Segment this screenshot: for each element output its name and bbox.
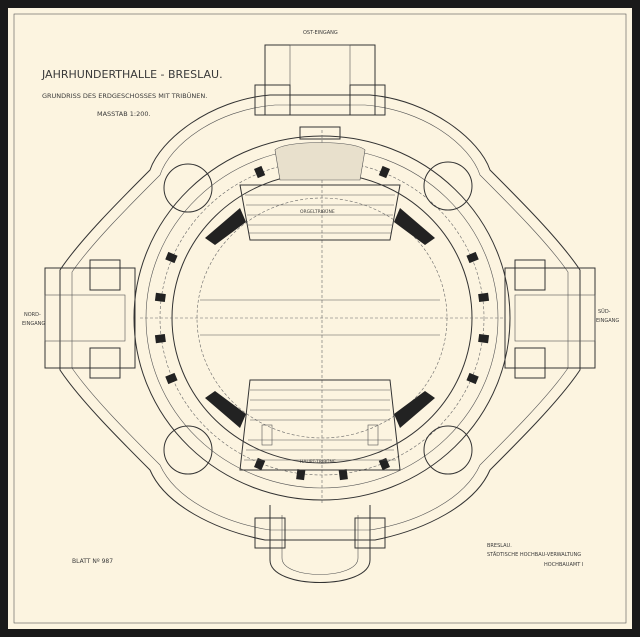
label-south-entrance-2: EINGANG — [596, 318, 619, 324]
label-south-entrance-1: SÜD- — [598, 308, 611, 315]
title-line-3: MASSTAB 1:200. — [97, 110, 151, 118]
label-north-entrance-1: NORD- — [24, 312, 41, 318]
pier — [254, 165, 266, 179]
outer-wall — [59, 94, 581, 541]
pier — [466, 372, 479, 385]
pier — [165, 251, 178, 264]
west-apse-wing — [254, 505, 386, 583]
pier — [338, 469, 348, 481]
pier — [478, 334, 490, 344]
main-tribune — [239, 379, 401, 471]
office-line-3: HOCHBAUAMT I — [544, 562, 583, 568]
pier — [466, 251, 479, 264]
pier — [378, 457, 390, 471]
office-line-2: STÄDTISCHE HOCHBAU-VERWALTUNG — [487, 551, 581, 558]
sheet-frame — [13, 13, 627, 624]
stair-tower-se — [423, 425, 473, 475]
stair-tower-ne — [423, 161, 473, 211]
organ-tribune — [239, 126, 401, 241]
piers — [154, 155, 490, 481]
pier-corner — [394, 391, 435, 428]
pier — [254, 457, 266, 471]
east-entrance-wing — [254, 44, 386, 116]
label-north-entrance-2: EINGANG — [22, 321, 45, 327]
title-line-2: GRUNDRISS DES ERDGESCHOSSES MIT TRIBÜNEN… — [42, 91, 207, 100]
title-line-1: JAHRHUNDERTHALLE - BRESLAU. — [41, 68, 223, 81]
north-entrance-wing — [44, 259, 136, 379]
pier-corner — [394, 208, 435, 245]
pier-corner — [205, 208, 246, 245]
sheet-number: BLATT Nº 987 — [72, 558, 113, 565]
label-organ-tribune: ORGELTRIBÜNE — [300, 208, 335, 215]
pier — [296, 469, 306, 481]
pier — [154, 334, 166, 344]
office-line-1: BRESLAU. — [487, 543, 512, 549]
south-entrance-wing — [504, 259, 596, 379]
stair-tower-sw — [163, 425, 213, 475]
label-east-entrance: OST-EINGANG — [303, 30, 338, 36]
pier — [165, 372, 178, 385]
stair-tower-nw — [163, 163, 213, 213]
label-main-tribune: HAUPT-TRIBÜNE — [300, 458, 336, 465]
pier — [478, 292, 490, 302]
pier-corner — [205, 391, 246, 428]
pier — [378, 165, 390, 179]
drawing-sheet — [8, 8, 632, 629]
pier — [154, 292, 166, 302]
